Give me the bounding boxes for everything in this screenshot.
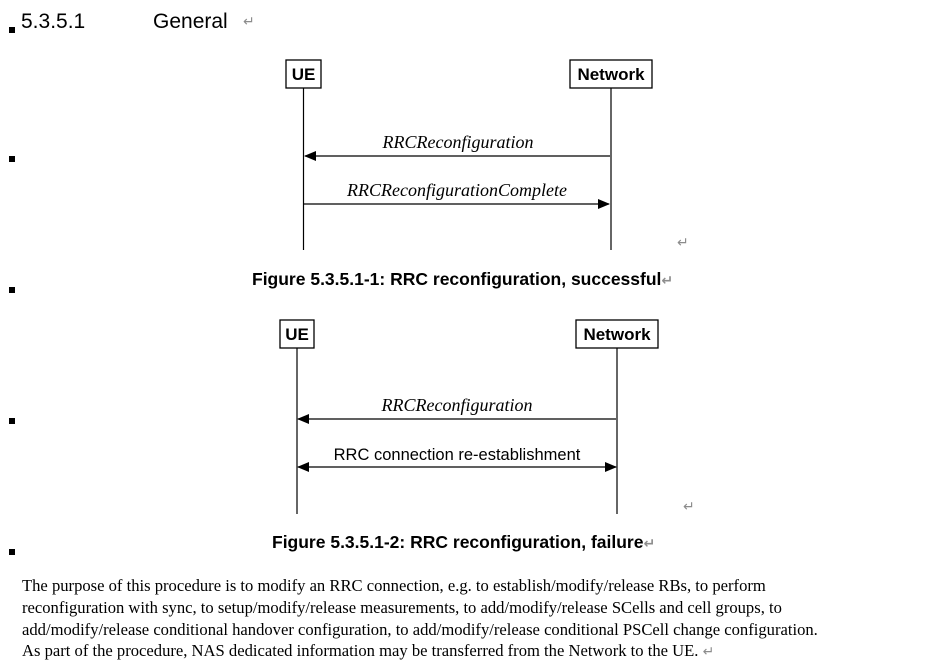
figure-1-sequence-diagram: UE Network RRCReconfiguration RRCReconfi… <box>285 59 653 250</box>
figure-2-caption: Figure 5.3.5.1-2: RRC reconfiguration, f… <box>272 532 656 552</box>
paragraph-line: The purpose of this procedure is to modi… <box>22 576 766 595</box>
rrc-connection-reestablishment-label: RRC connection re-establishment <box>334 446 581 464</box>
paragraph-mark <box>9 156 15 162</box>
paragraph-line: reconfiguration with sync, to setup/modi… <box>22 597 782 617</box>
paragraph-return-mark: ↵ <box>243 14 255 30</box>
section-number: 5.3.5.1 <box>21 10 86 33</box>
ue-entity-box <box>279 319 315 349</box>
rrc-reconfiguration-complete-label: RRCReconfigurationComplete <box>346 180 567 200</box>
paragraph-mark <box>9 418 15 424</box>
figure-2-sequence-diagram: UE Network RRCReconfiguration RRC connec… <box>279 319 659 514</box>
paragraph-line: As part of the procedure, NAS dedicated … <box>22 641 715 661</box>
ue-entity-label: UE <box>285 325 309 344</box>
network-entity-box <box>575 319 659 349</box>
ue-entity-label: UE <box>292 65 316 84</box>
paragraph-line: add/modify/release conditional handover … <box>22 619 818 639</box>
paragraph-mark <box>9 549 15 555</box>
figure-1-caption: Figure 5.3.5.1-1: RRC reconfiguration, s… <box>252 269 674 289</box>
network-entity-box <box>569 59 653 89</box>
rrc-reconfiguration-label: RRCReconfiguration <box>381 395 533 415</box>
paragraph-mark <box>9 27 15 33</box>
network-entity-label: Network <box>583 325 651 344</box>
paragraph-return-mark: ↵ <box>677 235 689 251</box>
rrc-reconfiguration-label: RRCReconfiguration <box>382 132 534 152</box>
paragraph-mark <box>9 287 15 293</box>
paragraph-return-mark: ↵ <box>683 499 695 515</box>
procedure-description-paragraph: The purpose of this procedure is to modi… <box>22 575 922 664</box>
ue-entity-box <box>285 59 322 89</box>
network-entity-label: Network <box>577 65 645 84</box>
section-title: General <box>153 10 228 33</box>
